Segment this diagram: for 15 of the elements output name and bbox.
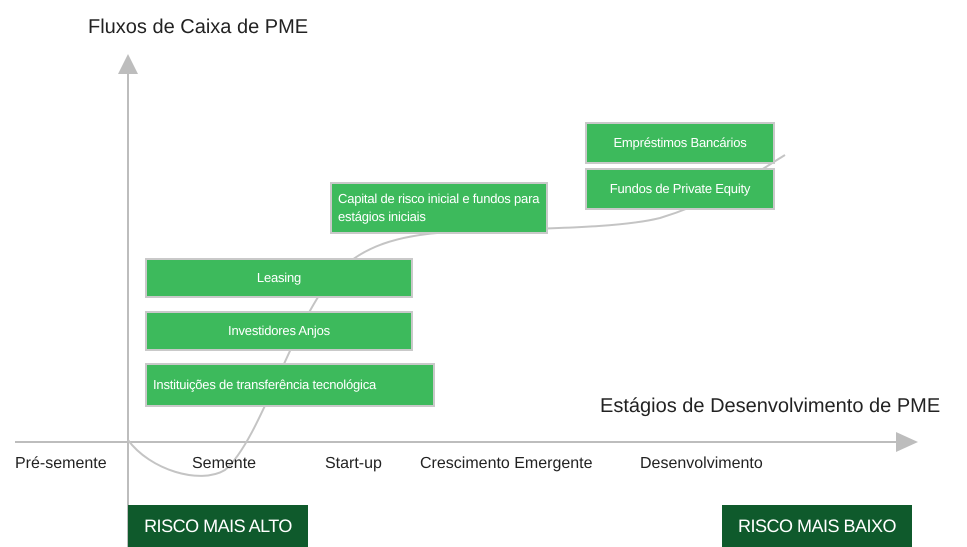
funding-box: Empréstimos Bancários [585, 122, 775, 164]
stage-label: Desenvolvimento [640, 455, 763, 473]
stage-label: Crescimento Emergente [420, 455, 593, 473]
stage-label: Semente [192, 455, 256, 473]
funding-box: Fundos de Private Equity [585, 168, 775, 210]
stage-label: Start-up [325, 455, 382, 473]
stage-label: Pré-semente [15, 455, 107, 473]
axis-title: Fluxos de Caixa de PME [88, 16, 308, 39]
funding-box: Capital de risco inicial e fundos para estágios iniciais [330, 182, 548, 234]
risk-banner: RISCO MAIS BAIXO [722, 505, 912, 547]
funding-box: Investidores Anjos [145, 311, 413, 351]
funding-box: Leasing [145, 258, 413, 298]
risk-banner: RISCO MAIS ALTO [128, 505, 308, 547]
axis-title: Estágios de Desenvolvimento de PME [600, 395, 940, 418]
funding-box: Instituições de transferência tecnológica [145, 363, 435, 407]
